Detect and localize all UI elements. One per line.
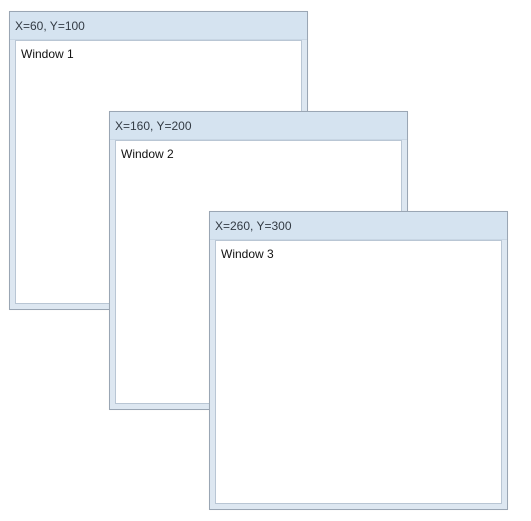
window-3-title: X=260, Y=300: [215, 219, 292, 233]
window-3-label: Window 3: [221, 247, 274, 261]
window-3-content-area[interactable]: Window 3: [215, 240, 502, 504]
window-2-label: Window 2: [121, 147, 174, 161]
window-2-titlebar[interactable]: X=160, Y=200: [110, 112, 407, 140]
window-3[interactable]: X=260, Y=300 Window 3: [209, 211, 508, 510]
window-1-label: Window 1: [21, 47, 74, 61]
window-1-titlebar[interactable]: X=60, Y=100: [10, 12, 307, 40]
window-2-title: X=160, Y=200: [115, 119, 192, 133]
window-1-title: X=60, Y=100: [15, 19, 85, 33]
window-3-titlebar[interactable]: X=260, Y=300: [210, 212, 507, 240]
